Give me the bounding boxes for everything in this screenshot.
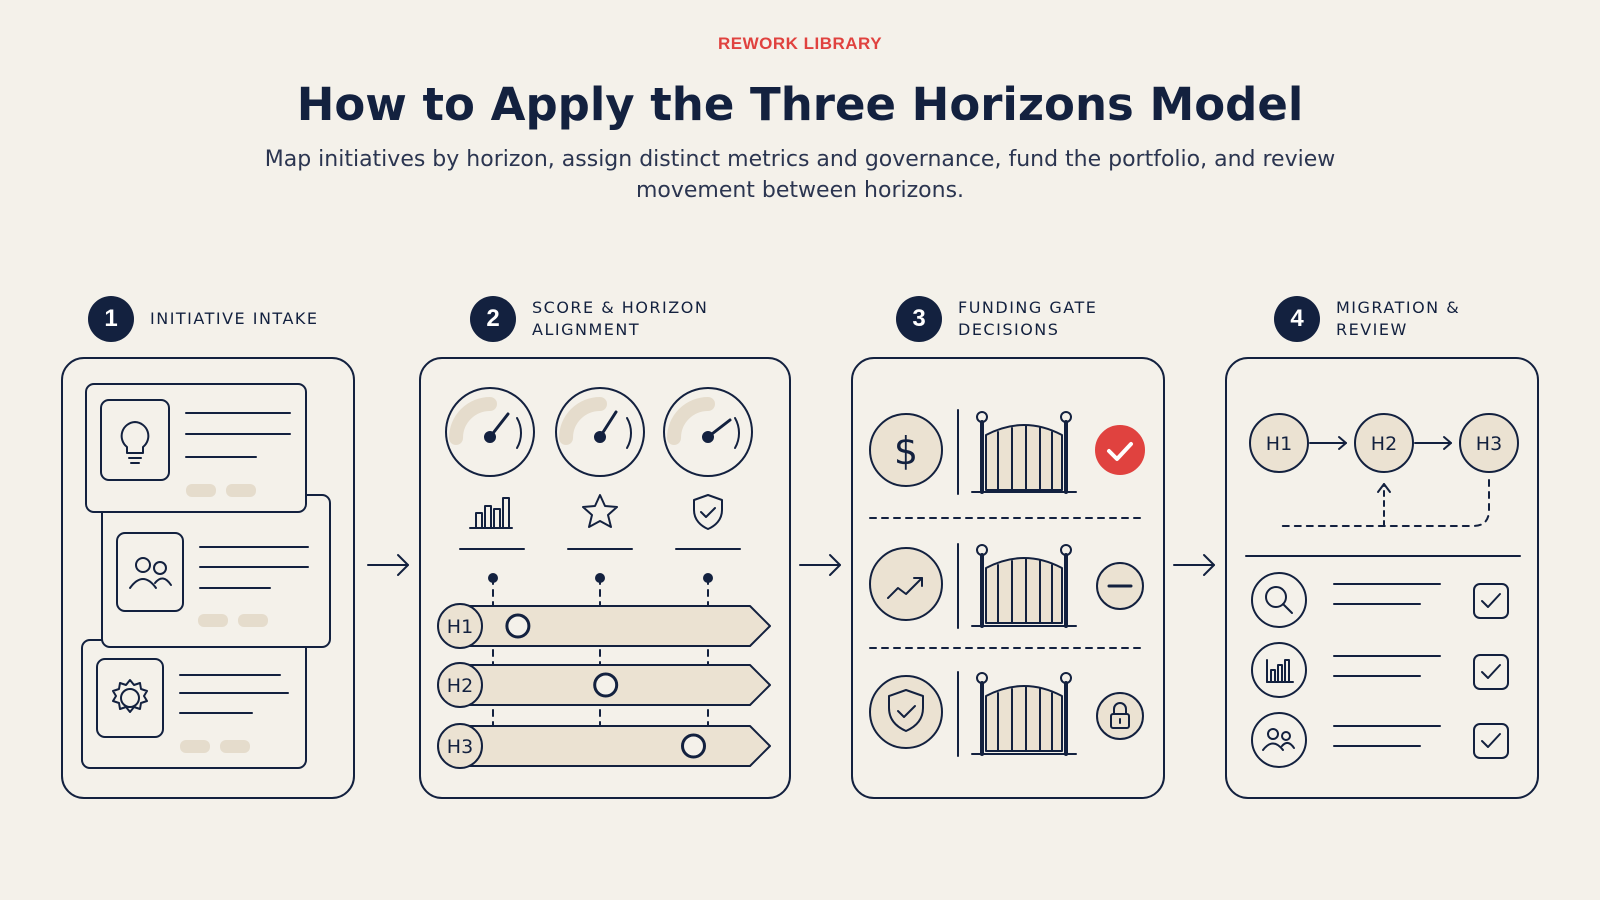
step-2-number: 2 <box>470 296 516 342</box>
page-title: How to Apply the Three Horizons Model <box>296 78 1304 131</box>
gauge-2 <box>555 387 645 477</box>
migration-label-h1: H1 <box>1266 433 1292 455</box>
step-2-label: SCORE & HORIZON ALIGNMENT <box>532 298 709 339</box>
panel-funding-gates: $ <box>851 357 1165 799</box>
approved-badge <box>1095 425 1145 475</box>
flow-arrow-3 <box>1173 554 1215 576</box>
check-icon <box>1107 442 1133 461</box>
panel-1-frame <box>61 357 355 799</box>
step-3-label: FUNDING GATE DECISIONS <box>958 298 1098 339</box>
page-subtitle: Map initiatives by horizon, assign disti… <box>264 147 1336 203</box>
review-row-2 <box>1251 642 1509 698</box>
funding-row-2 <box>869 543 1144 629</box>
funding-row-1: $ <box>869 409 1145 495</box>
step-1-number: 1 <box>88 296 134 342</box>
horizon-bar-h2: H2 <box>437 662 771 708</box>
intake-card-lightbulb <box>85 383 307 513</box>
search-icon <box>1265 586 1293 614</box>
step-3-number: 3 <box>896 296 942 342</box>
bar-chart-icon <box>469 497 513 529</box>
intake-card-gear <box>81 639 307 769</box>
panel-migration-review: H1 H2 H3 <box>1225 357 1539 799</box>
step-1-label: INITIATIVE INTAKE <box>150 309 319 328</box>
shield-check-icon <box>693 494 723 530</box>
migration-label-h3: H3 <box>1476 433 1502 455</box>
gear-icon <box>112 679 148 713</box>
lightbulb-icon <box>120 421 150 464</box>
horizon-marker-h2 <box>593 672 619 698</box>
check-icon <box>1481 664 1501 679</box>
migration-arrow-1 <box>1309 436 1347 450</box>
migration-node-h1: H1 <box>1249 413 1309 473</box>
flow-arrow-1 <box>367 554 409 576</box>
shield-check-icon <box>888 689 924 732</box>
gate-icon-2 <box>971 544 1077 628</box>
bar-chart-icon <box>1266 659 1294 683</box>
migration-node-h3: H3 <box>1459 413 1519 473</box>
migration-arrow-2 <box>1414 436 1452 450</box>
step-4-header: 4 MIGRATION & REVIEW <box>1274 296 1460 342</box>
dollar-icon-circle <box>869 413 943 487</box>
gauge-3 <box>663 387 753 477</box>
check-icon <box>1481 733 1501 748</box>
horizon-bar-h1: H1 <box>437 603 771 649</box>
migration-node-h2: H2 <box>1354 413 1414 473</box>
users-icon <box>129 557 172 589</box>
panel-score-alignment: H1 H2 H3 <box>419 357 791 799</box>
step-4-label: MIGRATION & REVIEW <box>1336 298 1461 339</box>
eyebrow-label: REWORK LIBRARY <box>717 34 883 53</box>
funding-row-3 <box>869 671 1144 757</box>
users-icon <box>1262 728 1295 751</box>
gauge-1 <box>445 387 535 477</box>
flow-arrow-2 <box>799 554 841 576</box>
migration-label-h2: H2 <box>1371 433 1397 455</box>
horizon-marker-h1 <box>505 613 531 639</box>
horizon-label-h2: H2 <box>447 675 473 697</box>
lock-icon <box>1110 702 1130 729</box>
panel-2-frame <box>419 357 791 799</box>
step-3-header: 3 FUNDING GATE DECISIONS <box>896 296 1097 342</box>
dollar-icon: $ <box>894 429 918 473</box>
star-icon <box>582 494 618 528</box>
trend-up-icon <box>887 577 923 599</box>
locked-badge <box>1096 692 1144 740</box>
panel-4-frame <box>1225 357 1539 799</box>
panel-initiative-intake <box>61 357 355 799</box>
gate-icon-1 <box>971 411 1077 494</box>
intake-card-users <box>101 494 331 648</box>
review-row-3 <box>1251 712 1509 768</box>
migration-feedback-loop <box>1277 479 1490 527</box>
step-1-header: 1 INITIATIVE INTAKE <box>88 296 319 342</box>
check-icon <box>1481 593 1501 608</box>
review-row-1 <box>1251 572 1509 628</box>
horizon-marker-h3 <box>681 733 706 759</box>
horizon-bar-h3: H3 <box>437 723 771 769</box>
gate-icon-3 <box>971 672 1077 756</box>
step-4-number: 4 <box>1274 296 1320 342</box>
horizon-label-h3: H3 <box>447 736 473 758</box>
horizon-label-h1: H1 <box>447 616 473 638</box>
step-2-header: 2 SCORE & HORIZON ALIGNMENT <box>470 296 708 342</box>
panel-3-frame <box>851 357 1165 799</box>
